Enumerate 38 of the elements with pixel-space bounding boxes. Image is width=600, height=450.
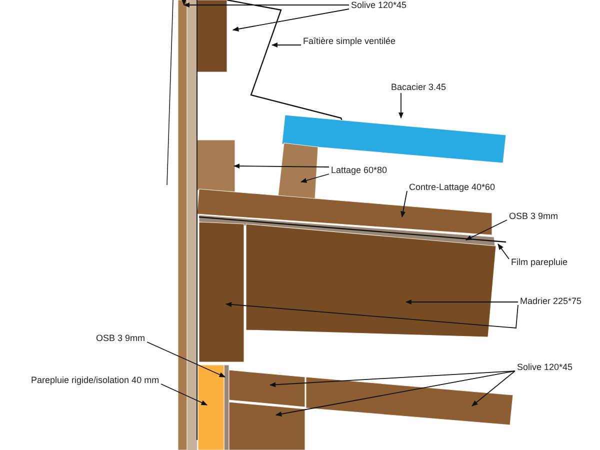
part-label: Contre-Lattage 40*60 [408, 182, 496, 193]
leader-line [465, 220, 508, 240]
leader-line [271, 42, 302, 48]
batten [196, 140, 236, 192]
leader-line [275, 370, 516, 416]
beam-section [198, 222, 244, 362]
insulation-board [198, 364, 224, 450]
leader-line [472, 370, 516, 406]
leader-line [146, 342, 226, 378]
leader-line [400, 190, 408, 218]
wall-post [178, 0, 188, 450]
leader-line [232, 8, 350, 32]
leader-line [269, 370, 516, 388]
part-label: Bacacier 3.45 [390, 82, 448, 93]
metal-roof-sheet [282, 114, 506, 164]
part-label: Madrier 225*75 [519, 296, 583, 307]
leader-line [300, 174, 330, 183]
part-label: Film parepluie [510, 257, 569, 268]
leader-line [398, 92, 404, 119]
leader-line [160, 384, 208, 406]
part-label: OSB 3 9mm [508, 211, 560, 222]
part-label: Solive 120*45 [516, 362, 574, 373]
beam-section [246, 224, 496, 338]
membrane-drawing [198, 216, 506, 243]
part-label: Faîtière simple ventilée [302, 36, 397, 47]
part-label: Lattage 60*80 [330, 165, 388, 176]
leader-line [225, 302, 518, 328]
part-label: OSB 3 9mm [95, 333, 146, 344]
leader-line [183, 2, 350, 8]
part-label: Solive 120*45 [350, 0, 408, 11]
leader-line [498, 244, 510, 260]
leader-line [405, 299, 518, 305]
leader-line [181, 0, 187, 6]
leader-line [233, 164, 330, 169]
joist-section [228, 370, 306, 408]
part-label: Parepluie rigide/isolation 40 mm [30, 375, 160, 386]
joist-section [228, 402, 306, 450]
batten [278, 142, 318, 200]
